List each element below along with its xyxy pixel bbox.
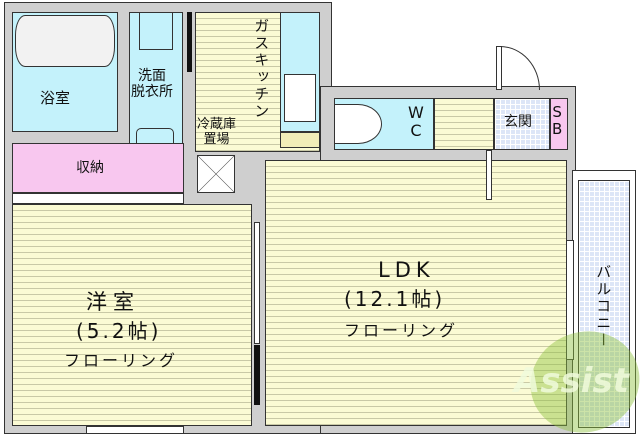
fridge-label: 冷蔵庫 置場 <box>197 117 237 148</box>
bath-label: 浴室 <box>40 89 71 107</box>
wc-label-line1: W <box>408 103 424 122</box>
shoebox-label-line2: B <box>552 120 563 139</box>
sliding-door-western <box>254 345 260 405</box>
window-ldk <box>566 240 574 360</box>
kitchen-sink <box>284 74 316 122</box>
wc-label-line2: C <box>410 121 422 141</box>
watermark-text: Assist <box>514 361 629 401</box>
fridge-label-line2: 置場 <box>203 131 230 147</box>
balcony-label: バルコニー <box>594 264 613 349</box>
kitchen-counter-edge <box>280 132 320 148</box>
washroom-label-line1: 洗面 <box>138 68 166 84</box>
ldk-name: LDK <box>378 258 435 282</box>
sliding-door-washroom <box>187 12 192 72</box>
shoe-box <box>550 98 568 150</box>
western-room <box>12 204 252 426</box>
fridge-label-line1: 冷蔵庫 <box>197 117 237 132</box>
washing-machine <box>139 12 173 50</box>
bathtub <box>15 15 115 67</box>
western-room-size: (5.2帖) <box>76 319 162 343</box>
closet-doors <box>12 193 184 204</box>
kitchen-label: ガスキッチン <box>252 18 271 120</box>
entrance <box>494 98 550 150</box>
western-room-name: 洋室 <box>86 290 140 314</box>
western-room-floor: フローリング <box>64 351 179 370</box>
balcony <box>578 180 630 428</box>
ldk-size: (12.1帖) <box>344 287 446 311</box>
shoebox-label: S B <box>552 103 563 139</box>
toilet-bowl <box>334 104 382 144</box>
hallway <box>434 98 494 150</box>
ldk-room <box>265 160 567 426</box>
washroom-label-line2: 脱衣所 <box>131 84 173 101</box>
wc-label: W C <box>408 103 424 141</box>
fridge-space <box>197 155 235 193</box>
front-door-swing <box>500 46 540 90</box>
hall-door <box>486 150 492 200</box>
ldk-floor: フローリング <box>344 321 459 340</box>
window-western <box>86 426 184 434</box>
storage-label: 収納 <box>76 160 104 176</box>
shoebox-label-line1: S <box>552 103 562 121</box>
storage-closet <box>12 143 184 193</box>
washroom-label: 洗面 脱衣所 <box>131 68 173 100</box>
sliding-panel-western <box>254 222 260 344</box>
entrance-label: 玄関 <box>504 114 532 130</box>
